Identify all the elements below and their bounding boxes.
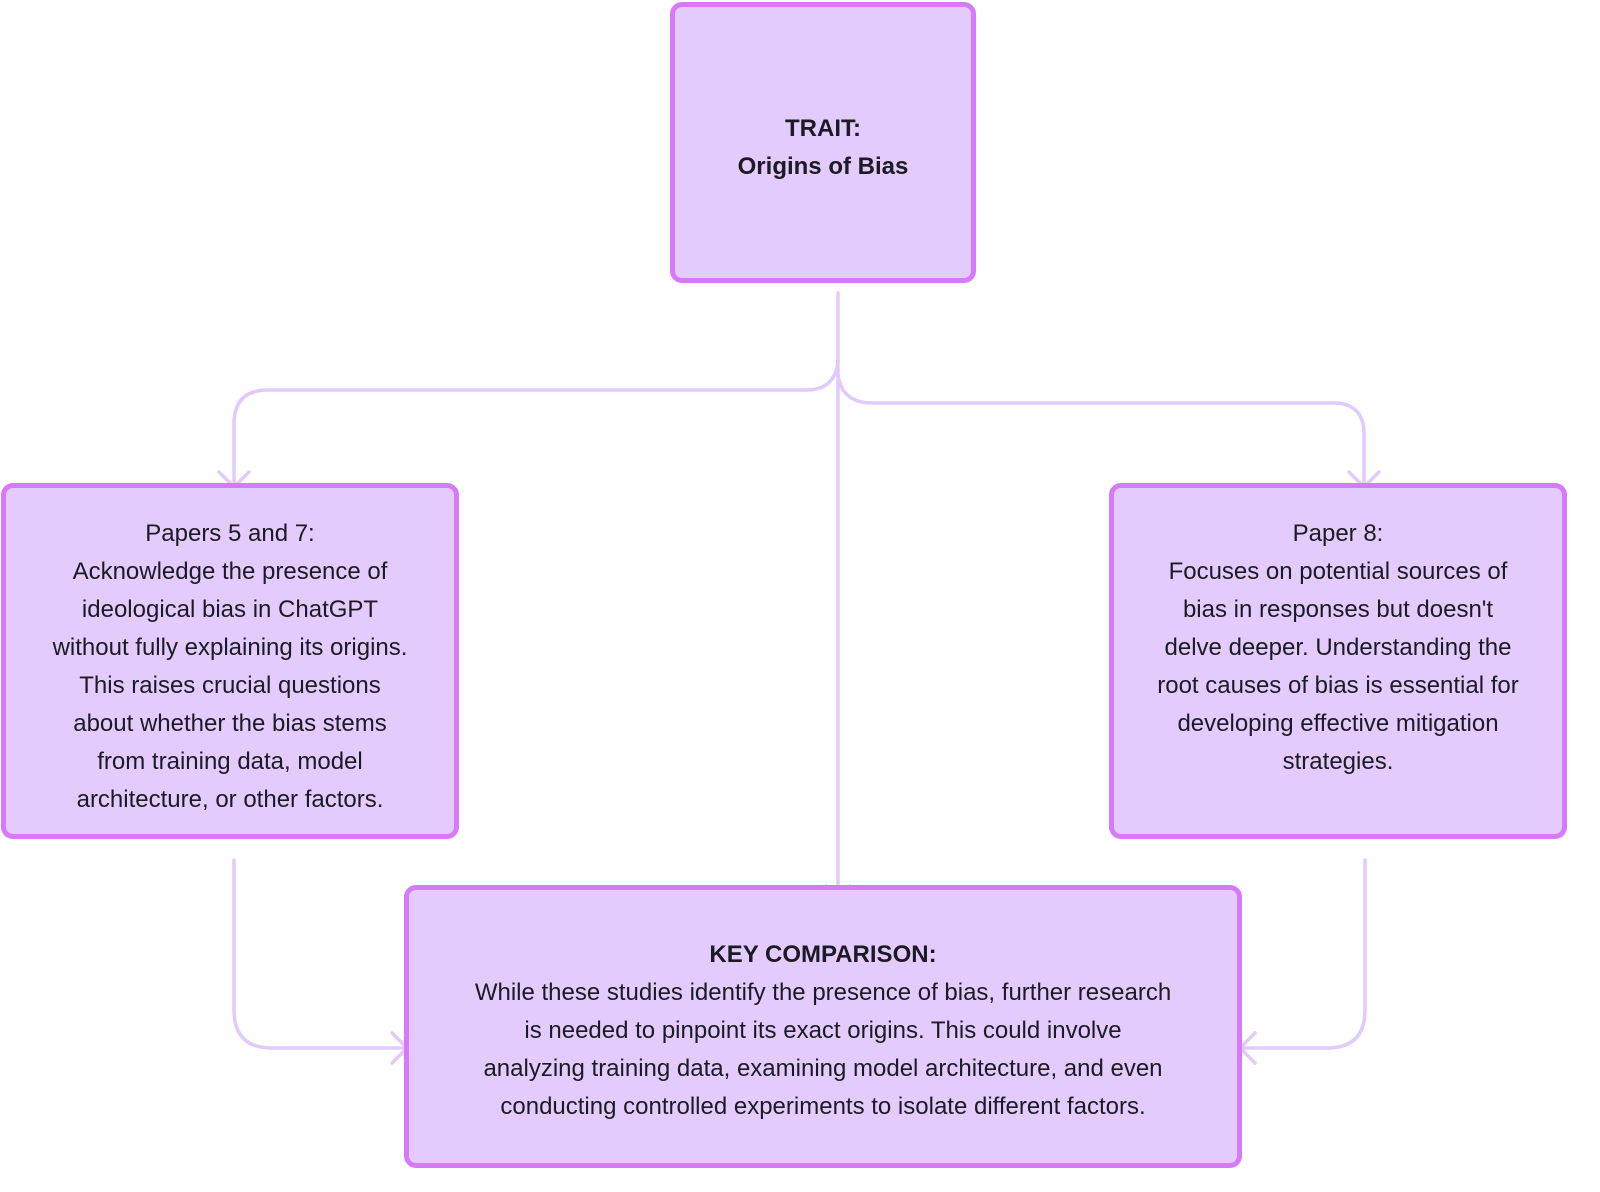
connector-left-to-key <box>232 858 408 1050</box>
node-text-line: strategies. <box>1282 748 1394 775</box>
node-text-line: developing effective mitigation <box>1177 710 1499 737</box>
trait-node-label: TRAIT: <box>785 115 861 142</box>
connector-trait-to-left <box>232 358 840 490</box>
node-text-line: root causes of bias is essential for <box>1157 672 1519 699</box>
node-text-line: While these studies identify the presenc… <box>474 979 1172 1006</box>
paper-8-node: Paper 8: Focuses on potential sources of… <box>1109 483 1567 839</box>
node-text-line: architecture, or other factors. <box>76 786 384 813</box>
trait-node-title: Origins of Bias <box>737 153 909 180</box>
node-text-line: This raises crucial questions <box>79 672 381 699</box>
key-comparison-node: KEY COMPARISON: While these studies iden… <box>404 885 1242 1168</box>
arrow-left-icon <box>1238 1031 1257 1065</box>
node-text-line: delve deeper. Understanding the <box>1164 634 1512 661</box>
node-text-line: analyzing training data, examining model… <box>483 1055 1163 1082</box>
node-text-line: ideological bias in ChatGPT <box>81 596 379 623</box>
node-text-line: Papers 5 and 7: <box>145 520 315 547</box>
papers-5-7-node: Papers 5 and 7: Acknowledge the presence… <box>1 483 459 839</box>
connector-trait-to-right <box>836 373 1366 490</box>
connector-right-to-key <box>1238 858 1367 1050</box>
node-text-line: conducting controlled experiments to iso… <box>500 1093 1146 1120</box>
node-text-line: about whether the bias stems <box>73 710 387 737</box>
node-text-line: Focuses on potential sources of <box>1168 558 1508 585</box>
node-text-line: bias in responses but doesn't <box>1182 596 1494 623</box>
node-text-line: from training data, model <box>97 748 363 775</box>
key-comparison-title: KEY COMPARISON: <box>709 941 937 968</box>
node-text-line: without fully explaining its origins. <box>52 634 408 661</box>
node-text-line: Acknowledge the presence of <box>72 558 388 585</box>
node-text-line: Paper 8: <box>1292 520 1384 547</box>
node-text-line: is needed to pinpoint its exact origins.… <box>524 1017 1122 1044</box>
trait-node: TRAIT: Origins of Bias <box>670 2 976 283</box>
